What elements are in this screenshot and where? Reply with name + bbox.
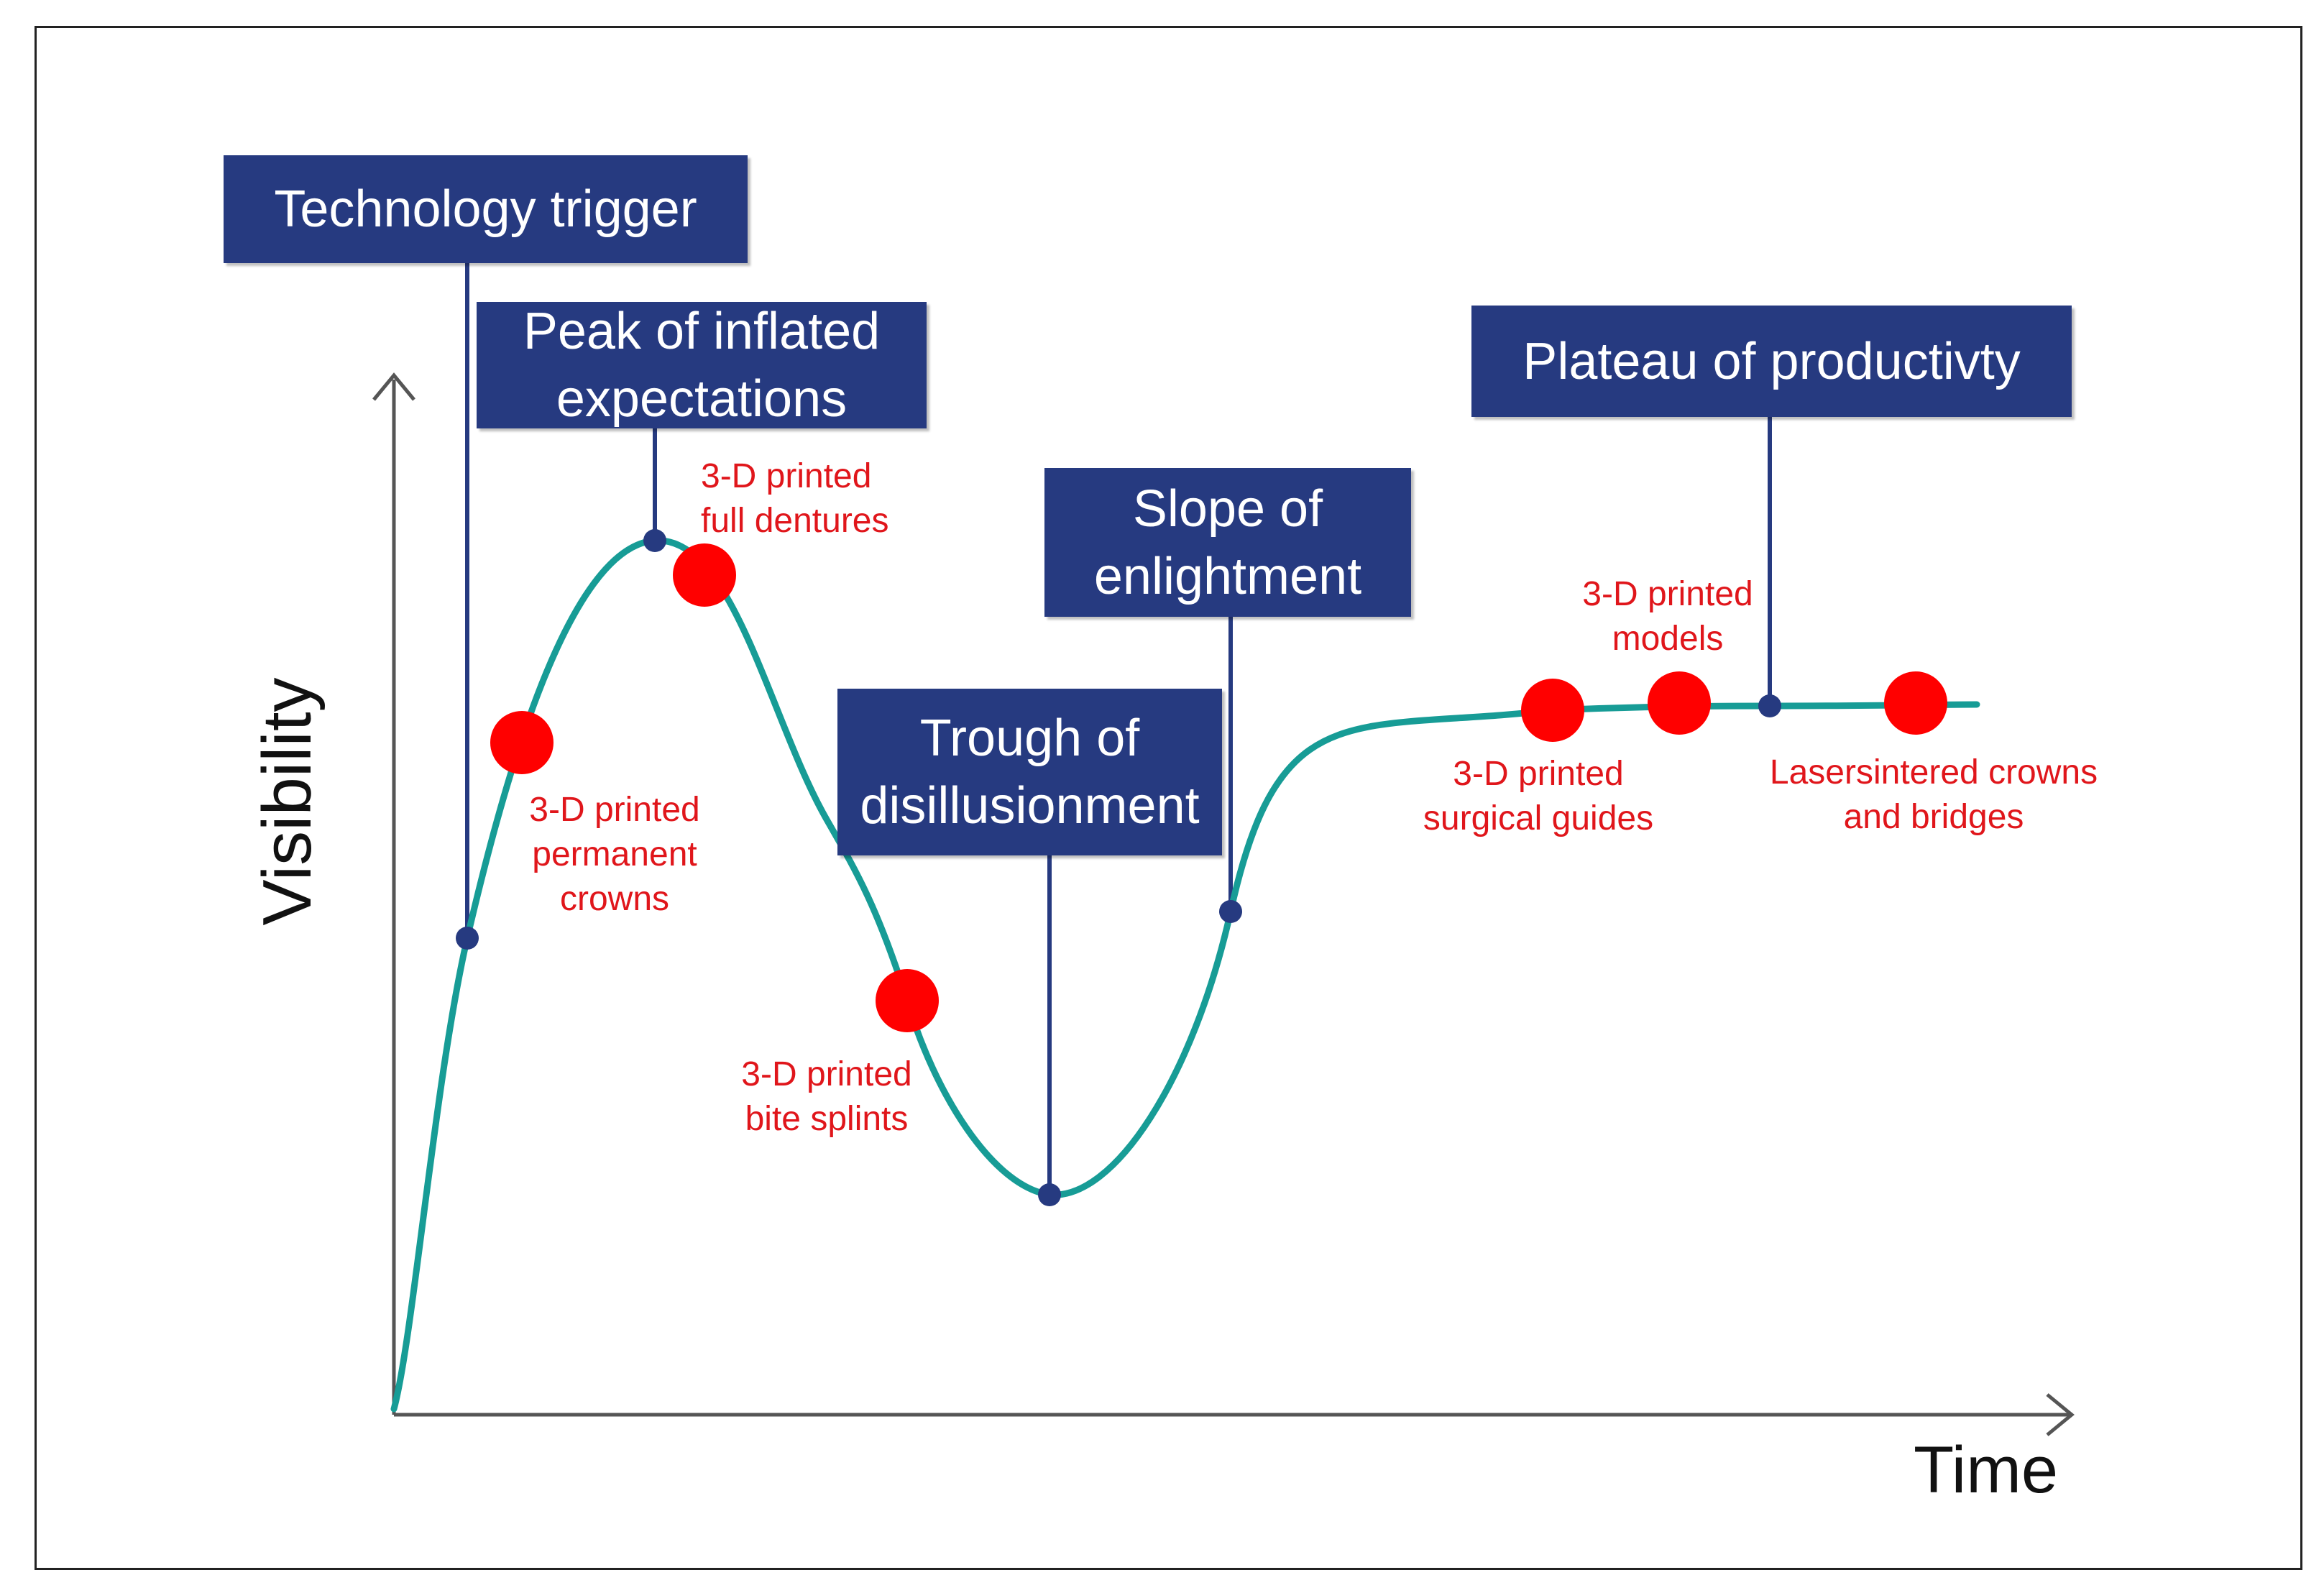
figure-frame xyxy=(35,26,2302,1570)
annotation-line: permanent xyxy=(532,835,697,873)
annotation-line: bite splints xyxy=(745,1100,909,1138)
x-axis-label: Time xyxy=(1914,1433,2059,1507)
annotation-line: and bridges xyxy=(1843,798,2024,836)
annotation-full-dentures: 3-D printed full dentures xyxy=(701,454,931,543)
hype-curve xyxy=(390,537,1980,1413)
annotation-line: models xyxy=(1612,620,1724,658)
stage-box-plateau: Plateau of productivty xyxy=(1471,306,2072,417)
anchor-dot-trough xyxy=(1038,1183,1061,1206)
anchor-dot-peak xyxy=(643,529,666,552)
stage-label-line: enlightment xyxy=(1093,547,1362,605)
annotation-permanent-crowns: 3-D printed permanent crowns xyxy=(507,788,722,922)
annotation-line: surgical guides xyxy=(1423,799,1654,837)
y-axis-label: Visibility xyxy=(249,677,326,926)
annotation-line: full dentures xyxy=(701,502,889,540)
stage-label-line: disillusionment xyxy=(860,777,1200,835)
stage-box-slope: Slope of enlightment xyxy=(1044,468,1411,617)
marker-models xyxy=(1648,671,1711,735)
annotation-surgical-guides: 3-D printed surgical guides xyxy=(1402,752,1675,841)
stage-box-technology-trigger: Technology trigger xyxy=(224,155,748,263)
stage-label-line: Slope of xyxy=(1132,479,1323,538)
stage-box-peak: Peak of inflated expectations xyxy=(477,302,927,428)
annotation-line: 3-D printed xyxy=(741,1055,912,1093)
annotation-crowns-bridges: Lasersintered crowns and bridges xyxy=(1754,750,2113,840)
marker-bite-splints xyxy=(876,969,939,1032)
marker-crowns-bridges xyxy=(1884,671,1947,735)
annotation-bite-splints: 3-D printed bite splints xyxy=(712,1052,942,1142)
stage-label-line: Plateau of productivty xyxy=(1522,332,2021,390)
marker-surgical-guides xyxy=(1521,679,1584,742)
marker-permanent-crowns xyxy=(490,711,554,774)
annotation-line: 3-D printed xyxy=(1453,755,1624,793)
annotation-models: 3-D printed models xyxy=(1553,572,1783,661)
anchor-dot-technology-trigger xyxy=(456,927,479,950)
stage-label-line: Technology trigger xyxy=(274,180,697,238)
x-axis-arrowhead xyxy=(2046,1393,2075,1436)
annotation-line: Lasersintered crowns xyxy=(1769,753,2098,791)
annotation-line: 3-D printed xyxy=(529,791,700,829)
annotation-line: crowns xyxy=(559,880,670,918)
stage-label-line: expectations xyxy=(556,370,848,428)
marker-full-dentures xyxy=(673,543,736,607)
anchor-dot-plateau xyxy=(1758,694,1781,717)
annotation-line: 3-D printed xyxy=(1582,575,1753,613)
stage-label-line: Peak of inflated xyxy=(523,303,881,360)
stage-box-trough: Trough of disillusionment xyxy=(837,689,1222,855)
annotation-line: 3-D printed xyxy=(701,457,872,495)
anchor-dot-slope xyxy=(1219,900,1242,923)
stage-label-line: Trough of xyxy=(919,710,1140,767)
y-axis-arrowhead xyxy=(372,372,415,401)
